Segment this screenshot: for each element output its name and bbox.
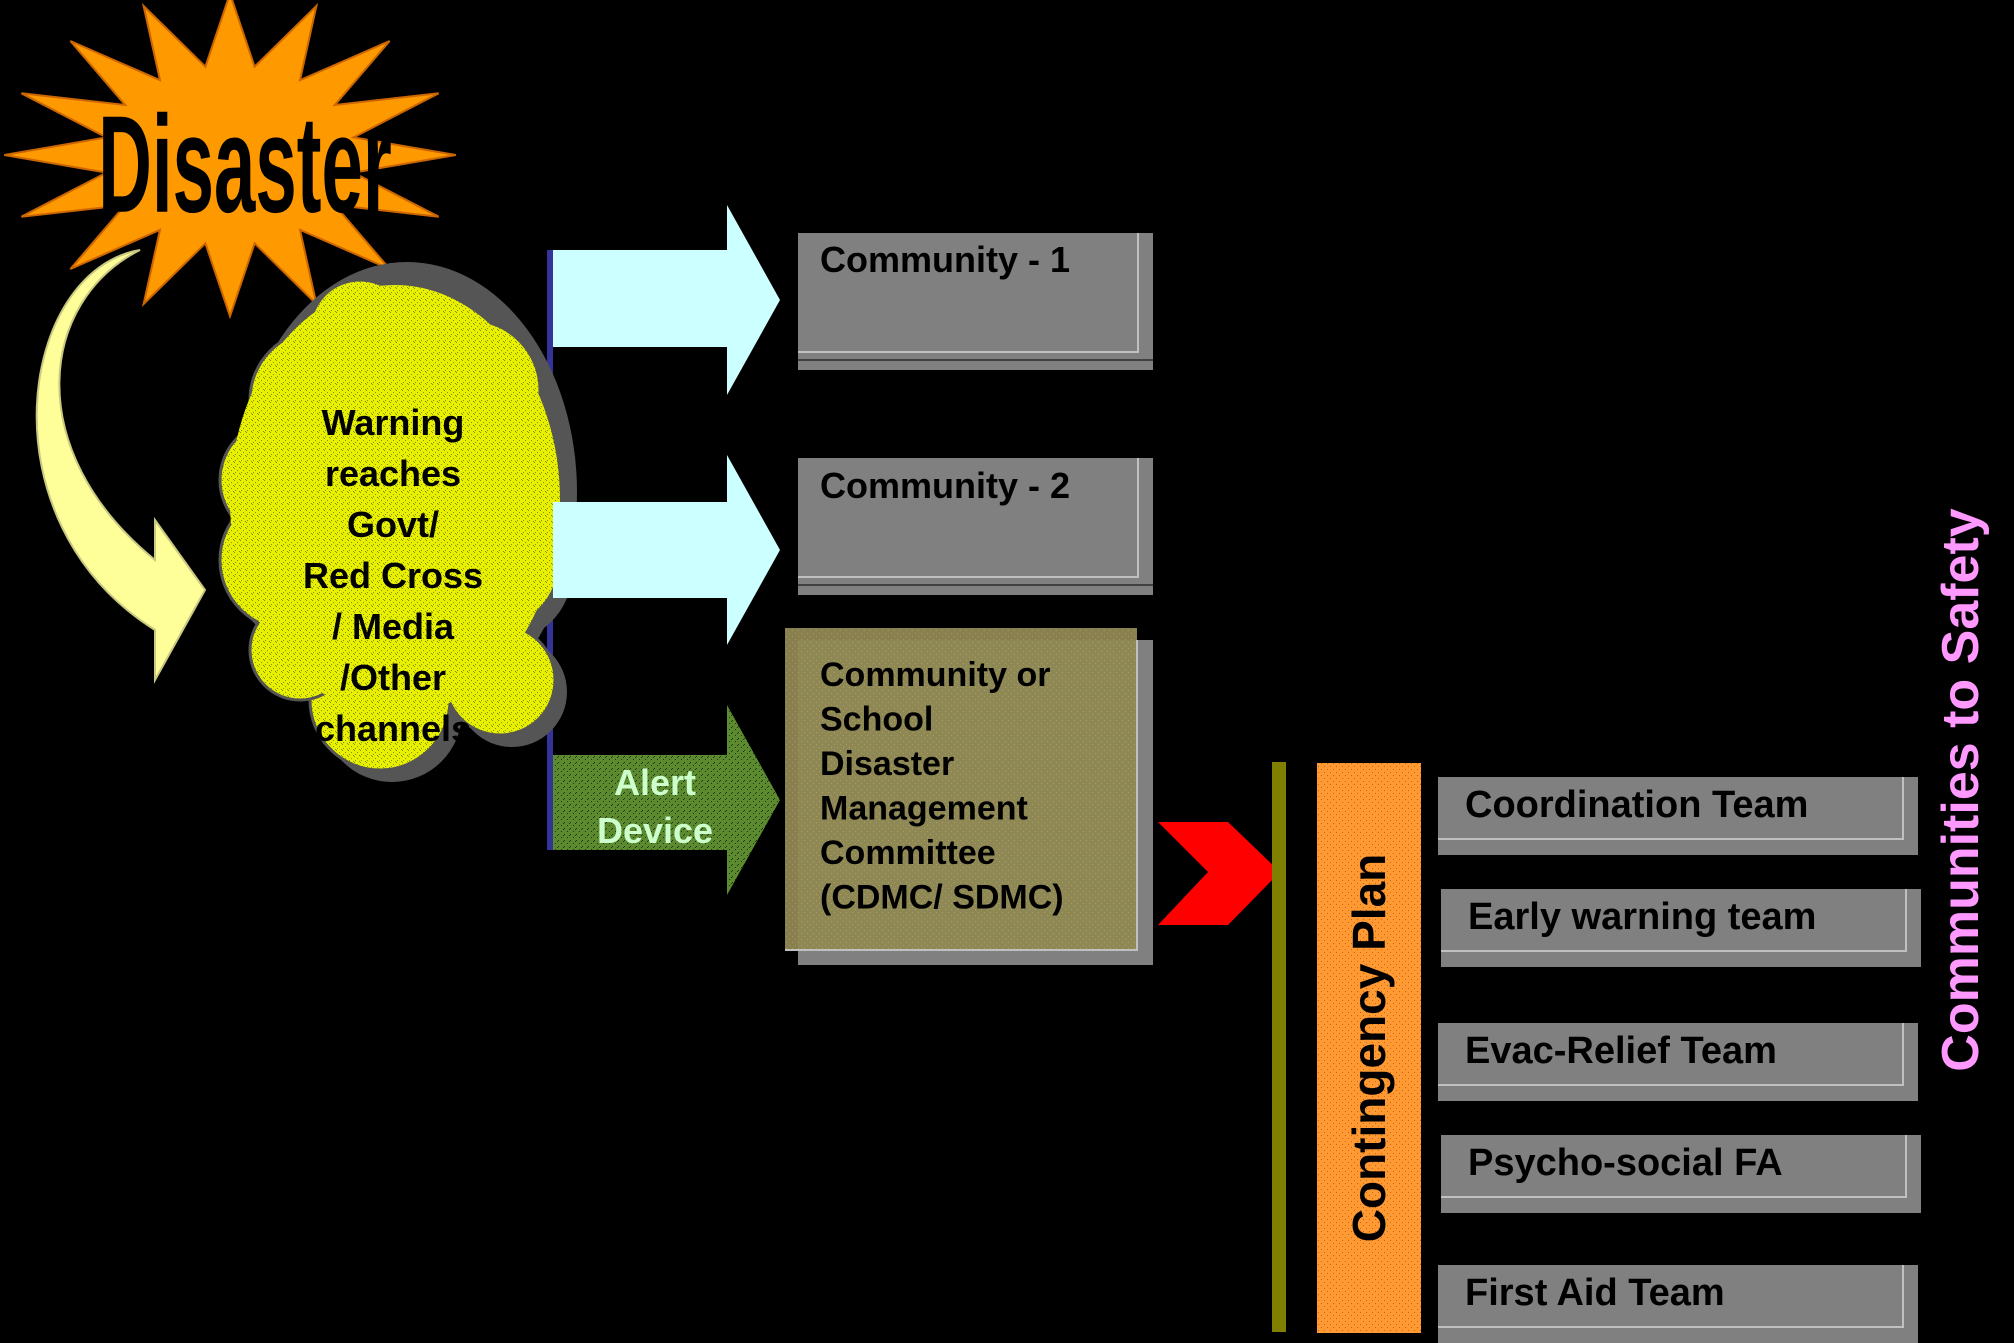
team-label: Psycho-social FA (1468, 1142, 1783, 1184)
disaster-label: Disaster (98, 89, 392, 242)
contingency-plan-box: Contingency Plan (1317, 763, 1421, 1333)
alert-device-line-1: Alert (614, 762, 696, 803)
community-2-box: Community - 2 (798, 458, 1153, 595)
team-box: First Aid Team (1438, 1265, 1918, 1343)
cloud-text-line: Warning (322, 402, 465, 443)
committee-text-line: School (820, 701, 933, 739)
committee-text-line: (CDMC/ SDMC) (820, 879, 1064, 917)
team-box: Early warning team (1441, 889, 1921, 967)
cloud-text-line: channels (315, 708, 471, 749)
committee-text-line: Community or (820, 656, 1050, 694)
team-box: Coordination Team (1438, 777, 1918, 855)
cloud-text-line: reaches (325, 453, 461, 494)
committee-text-line: Management (820, 790, 1028, 828)
red-chevron-arrow (1158, 822, 1280, 925)
community-1-box: Community - 1 (798, 233, 1153, 370)
community-1-label: Community - 1 (820, 239, 1070, 280)
team-box: Psycho-social FA (1441, 1135, 1921, 1213)
team-label: Early warning team (1468, 896, 1816, 938)
team-label: First Aid Team (1465, 1272, 1725, 1314)
arrow-to-community-1 (553, 205, 780, 395)
alert-device-arrow: Alert Device (553, 705, 780, 895)
committee-text-line: Disaster (820, 745, 954, 783)
arrow-to-community-2 (553, 455, 780, 645)
cloud-text-line: Red Cross (303, 555, 483, 596)
cloud-text-line: / Media (332, 606, 455, 647)
cloud-text-line: /Other (340, 657, 446, 698)
alert-device-line-2: Device (597, 810, 713, 851)
committee-box: Community or SchoolDisasterManagementComm… (785, 628, 1153, 965)
team-label: Evac-Relief Team (1465, 1030, 1777, 1072)
team-label: Coordination Team (1465, 784, 1808, 826)
disaster-starburst: Disaster (4, 0, 456, 320)
community-2-label: Community - 2 (820, 465, 1070, 506)
cloud-text-line: Govt/ (347, 504, 439, 545)
committee-text-line: Committee (820, 834, 996, 872)
curved-arrow-to-cloud (35, 249, 207, 684)
starburst-icon (4, 0, 456, 320)
contingency-plan-label: Contingency Plan (1343, 854, 1395, 1242)
side-title: Communities to Safety (1932, 508, 1990, 1071)
olive-bar (1272, 762, 1286, 1332)
team-box: Evac-Relief Team (1438, 1023, 1918, 1101)
